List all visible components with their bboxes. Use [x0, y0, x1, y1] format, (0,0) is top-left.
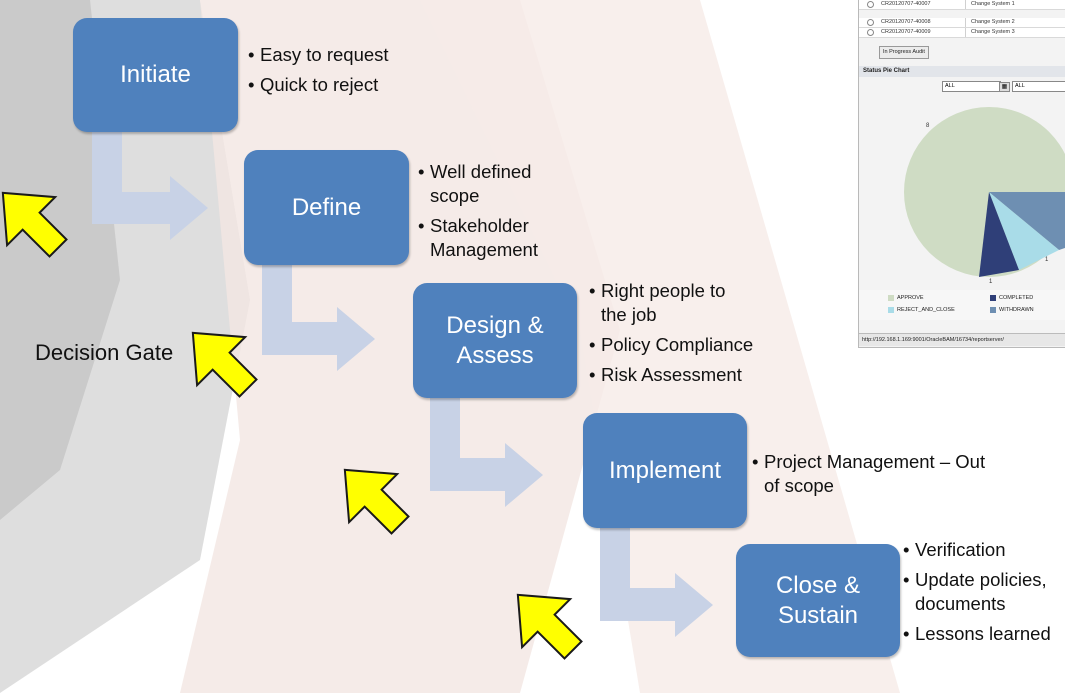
change-system-cell: Change System 1	[971, 1, 1015, 7]
bullet-item: Project Management – Out of scope	[752, 450, 1052, 498]
bullet-item: Policy Compliance	[589, 333, 789, 357]
connector-arrow-2	[262, 262, 375, 371]
report-screenshot: CR20120707-40007 Change System 1 CR20120…	[858, 0, 1065, 348]
stage-bullets-design-assess: Right people to the job Policy Complianc…	[589, 279, 789, 393]
legend-item: APPROVE	[888, 295, 924, 301]
in-progress-audit-button[interactable]: In Progress Audit	[879, 46, 929, 59]
bullet-item: Update policies, documents	[903, 568, 1065, 616]
stage-title: Close & Sustain	[775, 571, 861, 629]
stage-implement: Implement	[583, 413, 747, 528]
bullet-item: Well defined scope	[418, 160, 588, 208]
stage-title: Implement	[608, 456, 722, 484]
stage-bullets-initiate: Easy to request Quick to reject	[248, 43, 389, 103]
stage-title: Initiate	[120, 61, 191, 88]
legend-item: COMPLETED	[990, 295, 1033, 301]
connector-arrow-1	[92, 132, 208, 240]
stage-bullets-close-sustain: Verification Update policies, documents …	[903, 538, 1065, 652]
connector-arrow-4	[600, 528, 713, 637]
status-bar-url: http://192.168.1.169:9001/OracleBAM/1673…	[859, 333, 1065, 346]
filter-select-2[interactable]: ALL	[1012, 81, 1065, 92]
legend-item: WITHDRAWN	[990, 307, 1034, 313]
bullet-item: Easy to request	[248, 43, 389, 67]
table-row[interactable]: CR20120707-40009 Change System 3	[859, 28, 1065, 38]
decision-gate-pointer-icon-2	[191, 331, 258, 398]
bullet-item: Risk Assessment	[589, 363, 789, 387]
row-radio[interactable]	[867, 1, 874, 8]
calendar-icon[interactable]: ▦	[999, 82, 1010, 92]
decision-gate-label: Decision Gate	[35, 340, 174, 365]
bullet-item: Quick to reject	[248, 73, 389, 97]
pie-label: 1	[1045, 257, 1049, 263]
change-id-cell: CR20120707-40007	[881, 1, 931, 7]
pie-slice-reject-close	[989, 192, 1059, 270]
pie-legend: APPROVE COMPLETED REJECT_AND_CLOSE WITHD…	[859, 290, 1065, 320]
stage-bullets-define: Well defined scope Stakeholder Managemen…	[418, 160, 588, 268]
pie-label: 8	[926, 123, 930, 129]
stage-initiate: Initiate	[73, 18, 238, 132]
decision-gate-pointer-icon-4	[516, 593, 583, 660]
bullet-item: Verification	[903, 538, 1065, 562]
pie-label: 1	[989, 279, 993, 285]
stage-title: Define	[291, 193, 362, 221]
decision-gate-pointer-icon-1	[1, 191, 68, 258]
legend-item: REJECT_AND_CLOSE	[888, 307, 955, 313]
table-row[interactable]: CR20120707-40007 Change System 1	[859, 0, 1065, 10]
bullet-item: Lessons learned	[903, 622, 1065, 646]
status-pie-chart	[904, 107, 1065, 277]
stage-title: Design & Assess	[446, 311, 544, 369]
stage-design-assess: Design & Assess	[413, 283, 577, 398]
table-row[interactable]: CR20120707-40008 Change System 2	[859, 18, 1065, 28]
change-id-cell: CR20120707-40009	[881, 29, 931, 35]
decision-gate-pointer-icon-3	[343, 468, 410, 535]
bullet-item: Right people to the job	[589, 279, 789, 327]
stage-close-sustain: Close & Sustain	[736, 544, 900, 657]
row-radio[interactable]	[867, 29, 874, 36]
stage-bullets-implement: Project Management – Out of scope	[752, 450, 1052, 504]
pie-slice-withdrawn	[989, 192, 1065, 250]
change-id-cell: CR20120707-40008	[881, 19, 931, 25]
pie-chart-title: Status Pie Chart	[859, 66, 1065, 77]
stage-define: Define	[244, 150, 409, 265]
bullet-item: Stakeholder Management	[418, 214, 588, 262]
row-radio[interactable]	[867, 19, 874, 26]
filter-select-1[interactable]: ALL	[942, 81, 1001, 92]
pie-slice-completed	[979, 192, 1019, 277]
connector-arrow-3	[430, 397, 543, 507]
change-system-cell: Change System 3	[971, 29, 1015, 35]
change-system-cell: Change System 2	[971, 19, 1015, 25]
